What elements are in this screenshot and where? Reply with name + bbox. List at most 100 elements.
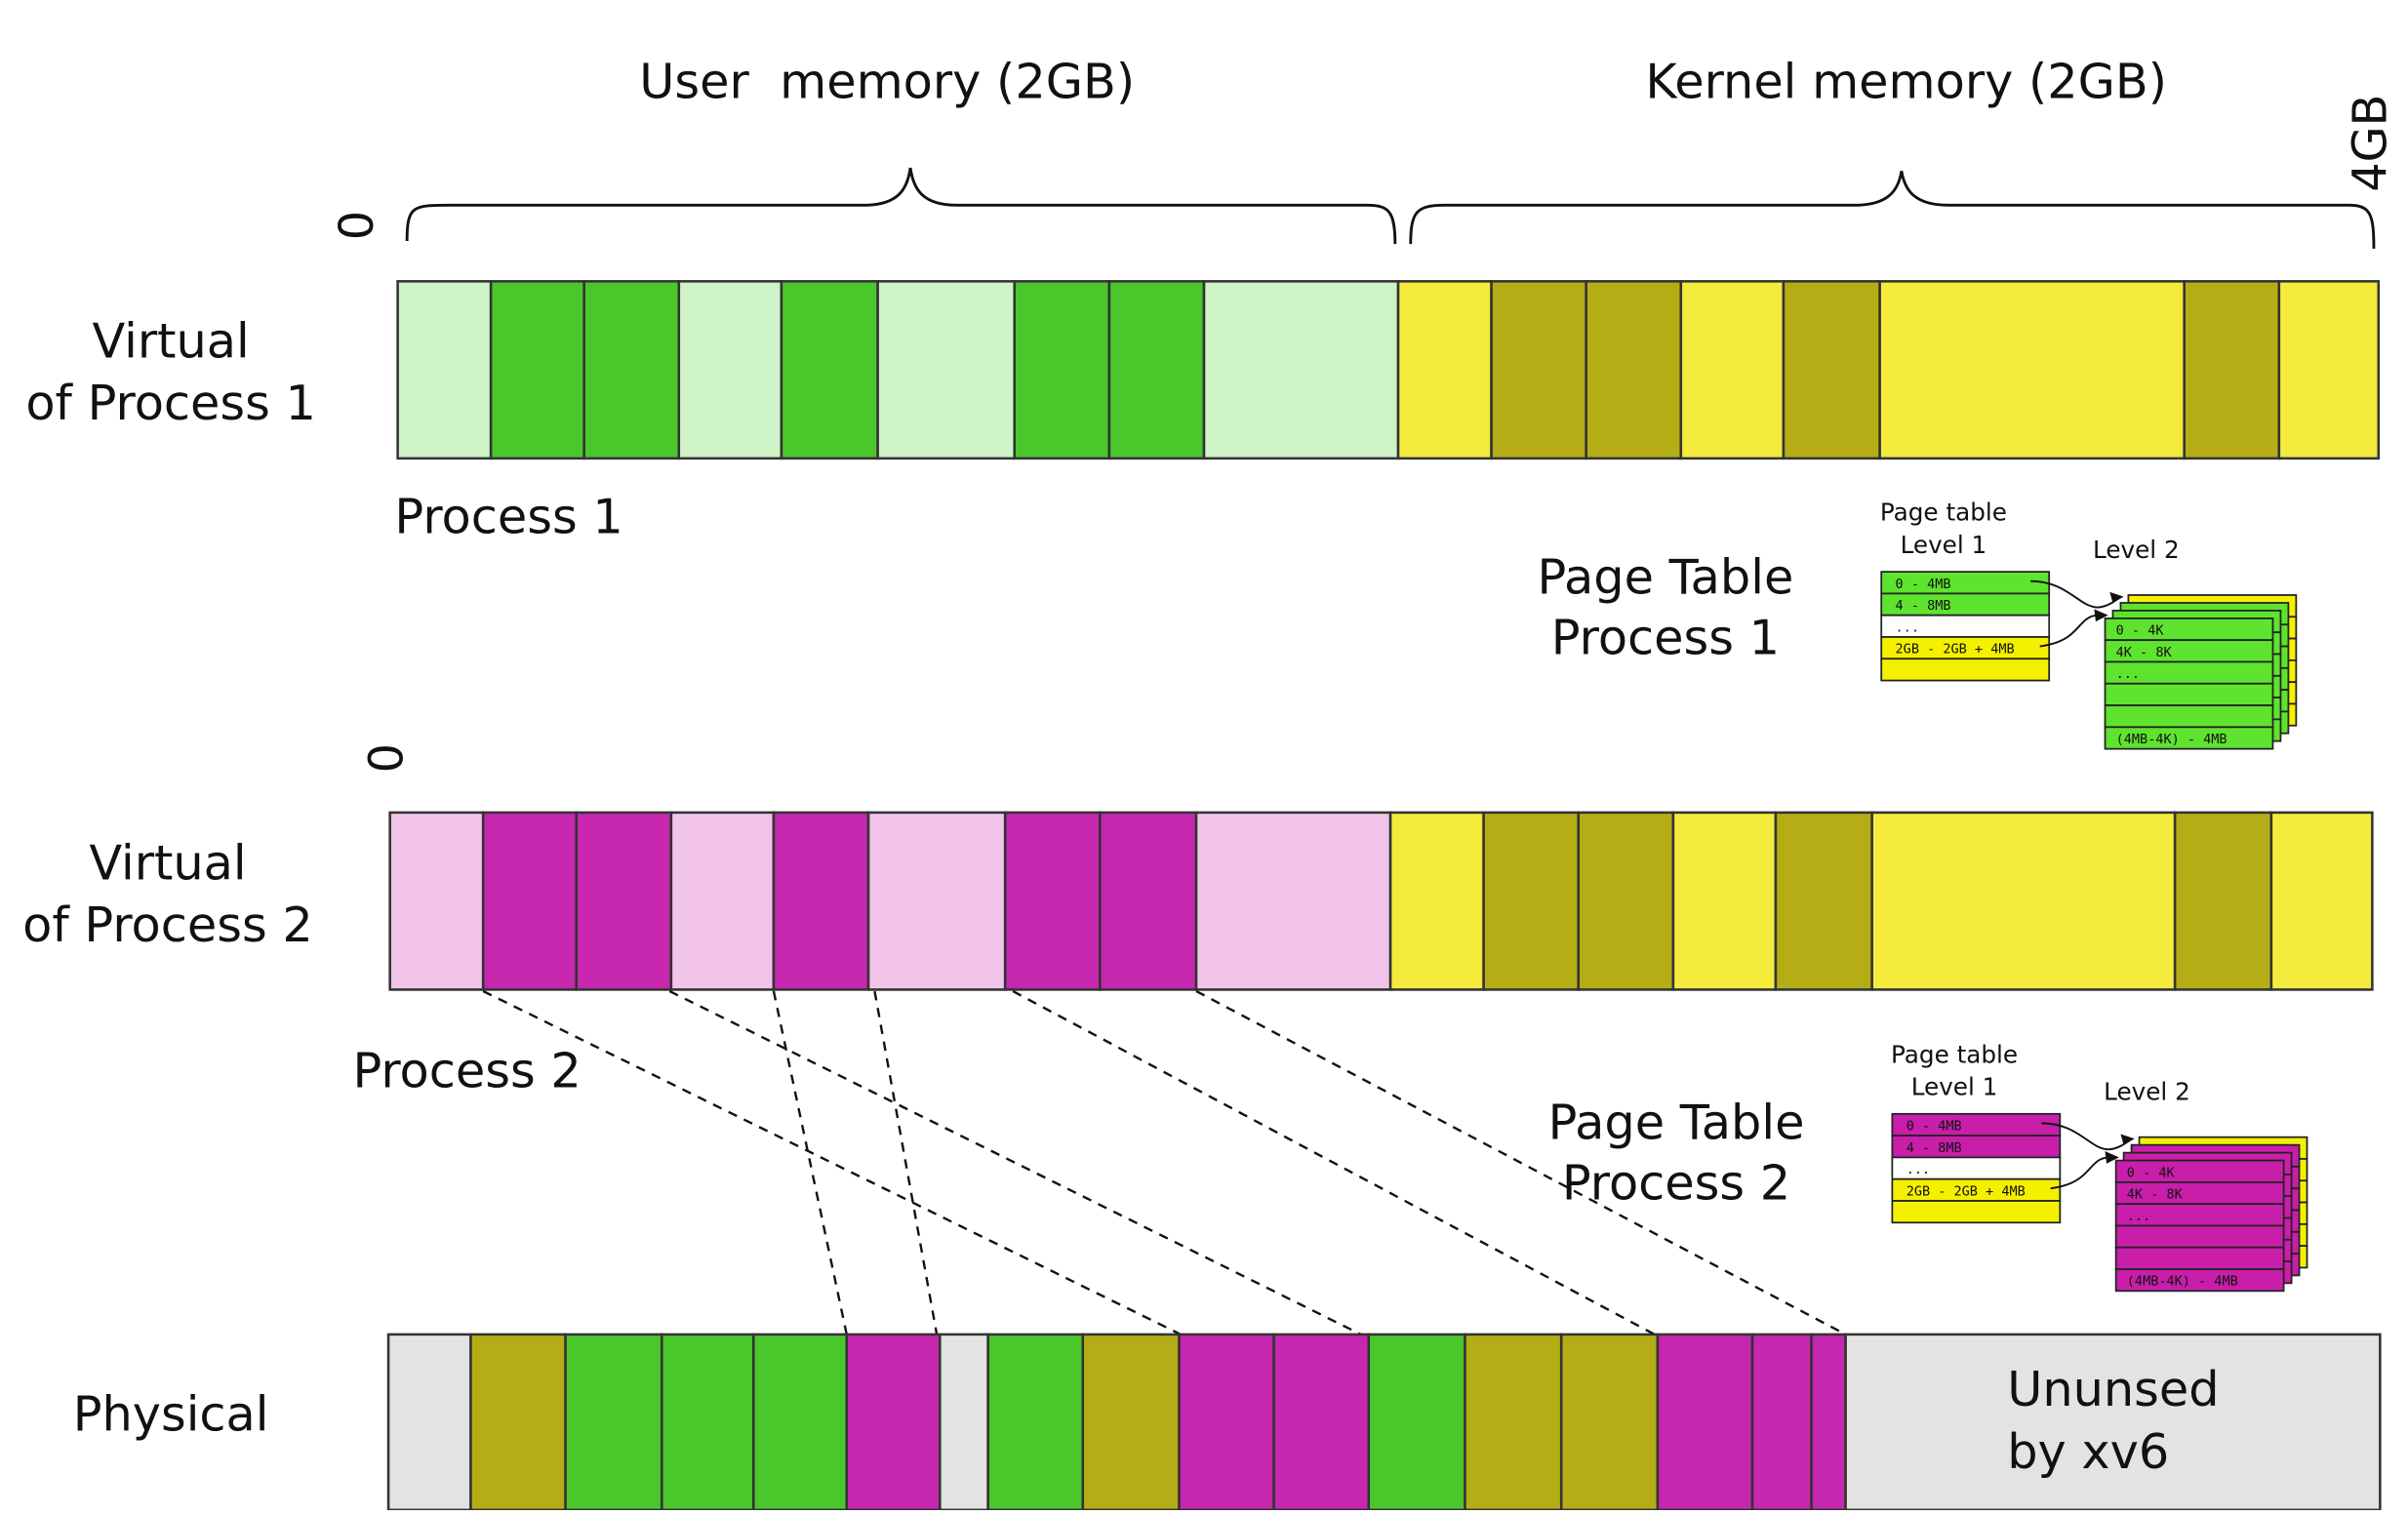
page-table-process1-title-line2: Process 1 — [1551, 610, 1780, 666]
physical-frame-block — [939, 1333, 989, 1512]
process2-row-label-line2: of Process 2 — [22, 897, 313, 953]
process1-page-block — [1585, 280, 1683, 460]
page-table-process1-level2-title: Level 2 — [2093, 536, 2180, 564]
physical-frame-block — [1656, 1333, 1754, 1512]
process2-page-block — [1482, 811, 1581, 991]
process1-page-block — [2183, 280, 2281, 460]
page-table-process1-level2-row-text: (4MB-4K) - 4MB — [2116, 732, 2227, 747]
physical-frame-block — [751, 1333, 849, 1512]
process1-page-block — [396, 280, 493, 460]
address-zero-top: 0 — [331, 211, 384, 240]
physical-frame-block — [1464, 1333, 1563, 1512]
process2-label: Process 2 — [352, 1043, 581, 1099]
page-table-process2-level2-row-text: 0 - 4K — [2127, 1165, 2176, 1180]
process2-page-block — [2269, 811, 2374, 991]
page-table-process2-level1-row — [1891, 1200, 2062, 1224]
physical-frame-block — [1367, 1333, 1466, 1512]
page-table-process2-level1-row-text: 0 - 4MB — [1906, 1119, 1962, 1135]
page-table-process2-level2-row-text: ... — [2127, 1209, 2150, 1224]
page-table-process2-level2-row — [2114, 1268, 2285, 1293]
process2-page-block — [1671, 811, 1778, 991]
physical-frame-block — [386, 1333, 472, 1512]
process1-page-block — [1878, 280, 2186, 460]
physical-frame-block — [469, 1333, 567, 1512]
page-table-process2-level2-row-text: (4MB-4K) - 4MB — [2127, 1274, 2238, 1290]
page-table-process2-level2-row-text: 4K - 8K — [2127, 1187, 2184, 1203]
physical-frame-block — [1750, 1333, 1813, 1512]
page-table-process1-level1-row-text: 0 - 4MB — [1896, 577, 1951, 592]
page-table-process2-title-line2: Process 2 — [1562, 1154, 1790, 1211]
process2-page-block — [2173, 811, 2273, 991]
process1-page-block — [1679, 280, 1786, 460]
page-table-process2-level2-title: Level 2 — [2104, 1077, 2190, 1105]
process2-page-block — [575, 811, 673, 991]
physical-memory-bar — [386, 1333, 2382, 1512]
physical-row-label: Physical — [73, 1386, 269, 1443]
page-table-process2-level1-title: Page table — [1891, 1040, 2018, 1068]
process2-page-block — [1774, 811, 1873, 991]
process1-page-block — [582, 280, 681, 460]
process1-page-block — [780, 280, 879, 460]
page-table-process1-pointer-arrow — [2030, 579, 2122, 609]
process2-page-block — [1099, 811, 1198, 991]
mapping-line — [772, 990, 848, 1336]
process1-row-label-line2: of Process 1 — [25, 375, 316, 431]
process2-virtual-memory-bar — [388, 811, 2374, 991]
page-table-process2-level2-row — [2114, 1246, 2285, 1270]
process1-page-block — [1396, 280, 1493, 460]
process2-page-block — [1003, 811, 1102, 991]
process1-page-block — [1107, 280, 1206, 460]
address-4gb: 4GB — [2345, 95, 2398, 192]
mapping-line — [668, 989, 1362, 1336]
page-table-process2-title-line1: Page Table — [1548, 1094, 1805, 1150]
page-table-process2-pointer-arrow — [2041, 1122, 2133, 1151]
physical-frame-block — [1559, 1333, 1660, 1512]
page-table-process1-level1-row-text: 4 - 8MB — [1896, 598, 1951, 614]
process1-virtual-memory-bar — [396, 280, 2381, 460]
process2-page-block — [1194, 811, 1392, 991]
page-table-process1-level1-row-text: 2GB - 2GB + 4MB — [1896, 642, 2015, 658]
page-table-process1-level2-row — [2104, 682, 2274, 706]
process1-page-block — [2277, 280, 2381, 460]
process2-page-block — [866, 811, 1007, 991]
process2-page-block — [772, 811, 870, 991]
process2-row-label-line1: Virtual — [89, 834, 246, 891]
page-table-process1-level2-row — [2104, 726, 2274, 750]
process1-page-block — [1490, 280, 1587, 460]
physical-frame-block — [845, 1333, 942, 1512]
physical-frame-block — [1272, 1333, 1371, 1512]
mapping-line — [1195, 989, 1847, 1336]
process2-page-block — [1388, 811, 1485, 991]
page-table-process1-level2-row-text: 4K - 8K — [2116, 645, 2173, 660]
address-zero-process2: 0 — [360, 743, 414, 773]
user-memory-label: User memory (2GB) — [639, 53, 1135, 109]
kernel-memory-label: Kernel memory (2GB) — [1645, 53, 2167, 109]
process2-page-block — [388, 811, 485, 991]
mapping-line — [1012, 989, 1656, 1336]
process1-page-block — [1782, 280, 1881, 460]
process1-page-block — [1202, 280, 1400, 460]
process1-row-label-line1: Virtual — [92, 312, 249, 369]
page-table-process1-level1-row — [1880, 658, 2051, 682]
physical-frame-block — [1810, 1333, 1847, 1512]
page-table-process2-level1-row-text: 2GB - 2GB + 4MB — [1906, 1183, 2026, 1199]
page-table-process2-level1-row-text: 4 - 8MB — [1906, 1140, 1962, 1156]
page-table-process1-level1-subtitle: Level 1 — [1901, 531, 1987, 559]
process1-page-block — [876, 280, 1017, 460]
page-table-process2-level2-row — [2114, 1224, 2285, 1249]
process2-page-block — [669, 811, 776, 991]
process2-physical-mapping-lines — [482, 989, 1847, 1336]
physical-frame-block — [661, 1333, 755, 1512]
process2-page-block — [1577, 811, 1675, 991]
page-table-process1-arrow-head — [2094, 609, 2108, 622]
page-table-process2-arrow-head — [2120, 1134, 2135, 1145]
unused-by-xv6-label-line1: Ununsed — [2007, 1361, 2219, 1417]
process2-page-block — [481, 811, 579, 991]
page-table-process1-arrow-head — [2109, 591, 2124, 603]
process2-page-block — [1870, 811, 2177, 991]
physical-frame-block — [986, 1333, 1085, 1512]
user-memory-brace — [405, 167, 1397, 245]
